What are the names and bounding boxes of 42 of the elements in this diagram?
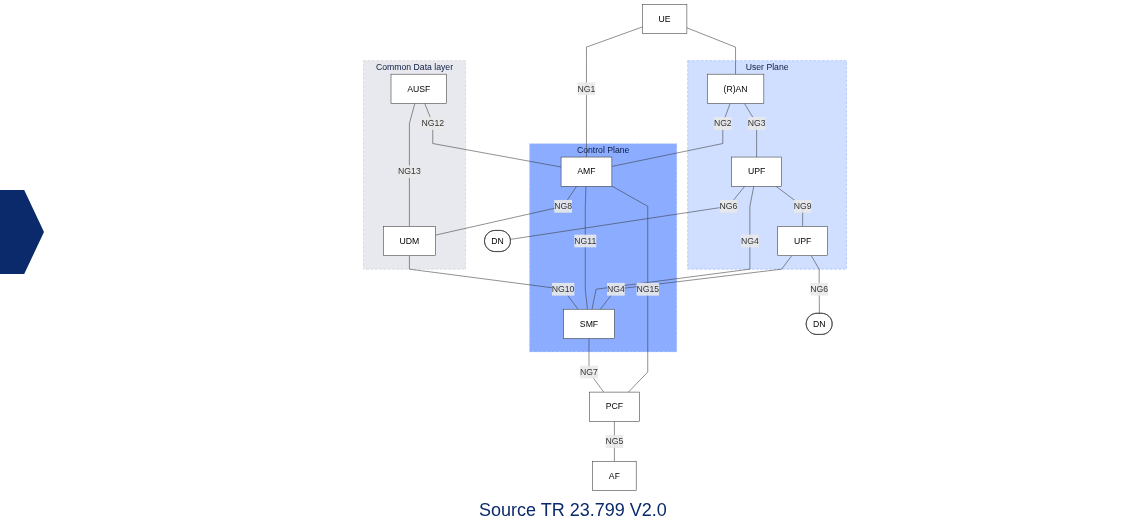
node-box: UPF [731,156,782,187]
connector [585,186,588,310]
connector [611,185,648,393]
edge-label: NG12 [421,118,445,128]
connector [409,103,416,227]
edge-label: NG15 [636,284,660,294]
connector [810,255,820,314]
edge-label: NG13 [398,166,421,177]
node-box: AUSF [390,73,447,104]
connector [586,26,643,158]
node-box: UE [642,4,688,34]
node-box: SMF [563,308,615,339]
edge-label: NG7 [580,367,598,377]
edge-label: NG4 [606,284,625,294]
connector [588,338,604,393]
node-box: (R)AN [707,73,765,104]
connector [409,255,579,310]
edge-label: NG8 [554,201,572,211]
edge-label: NG9 [793,201,812,211]
connector [435,186,577,236]
node-box: AMF [560,156,613,187]
connector [611,103,731,167]
edge-label: NG3 [747,118,766,128]
connector [600,255,793,310]
edge-label: NG1 [577,83,596,94]
edge-label: NG6 [810,284,829,294]
edge-label: NG6 [719,201,738,211]
node-box: UPF [777,226,828,256]
node-box: UDM [383,226,436,256]
edge-label: NG4 [740,236,759,246]
connector [744,103,757,158]
connector [424,103,562,168]
node-box: PCF [589,391,640,422]
edge-label: NG11 [574,236,597,246]
connector [591,186,755,310]
edge-label: NG10 [551,284,575,294]
edge-label: NG2 [713,118,732,128]
edge-label: NG5 [605,436,624,446]
node-box: AF [592,461,637,491]
connector [510,186,745,240]
source-note: Source TR 23.799 V2.0 [479,500,667,520]
connector [614,421,615,462]
